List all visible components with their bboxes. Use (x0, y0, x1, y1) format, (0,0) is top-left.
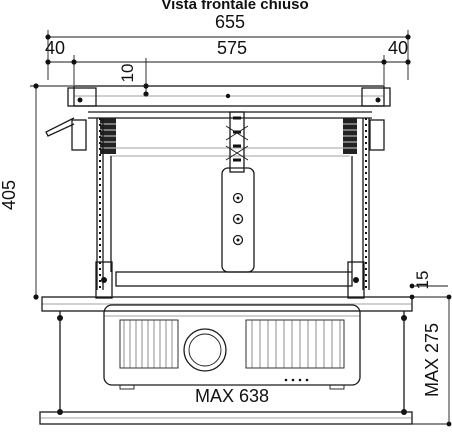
right-spring (343, 118, 385, 154)
dimension-plate-gap: 15 (409, 271, 448, 300)
dimension-top-offset: 10 (118, 58, 149, 97)
projector (103, 304, 361, 390)
left-cable (45, 117, 75, 137)
label-overall-width: 655 (215, 12, 245, 32)
label-side-right: 40 (388, 38, 408, 58)
label-max-height: MAX 275 (422, 323, 442, 397)
top-mounting-bracket (67, 85, 391, 107)
dimension-inner-width: 40 575 40 (45, 38, 411, 85)
right-chain (362, 118, 370, 290)
mounting-plate (41, 296, 413, 321)
dimension-height: 405 (0, 83, 76, 300)
label-inner-width: 575 (217, 38, 247, 58)
dimension-max-height: MAX 275 (412, 294, 452, 427)
label-plate-gap: 15 (413, 271, 432, 290)
left-spring (71, 118, 116, 154)
central-scissor (225, 111, 249, 173)
motor-housing (221, 167, 255, 273)
label-max-width: MAX 638 (195, 386, 269, 406)
label-height: 405 (0, 180, 19, 210)
lens-icon (183, 328, 227, 372)
dimension-overall-width: 655 (45, 12, 411, 80)
left-chain (96, 118, 104, 290)
label-side-left: 40 (45, 38, 65, 58)
label-top-offset: 10 (118, 64, 137, 83)
ceiling-panel (39, 411, 413, 425)
diagram-title: Vista frontale chiuso (161, 0, 308, 13)
lower-bracket (95, 261, 365, 299)
